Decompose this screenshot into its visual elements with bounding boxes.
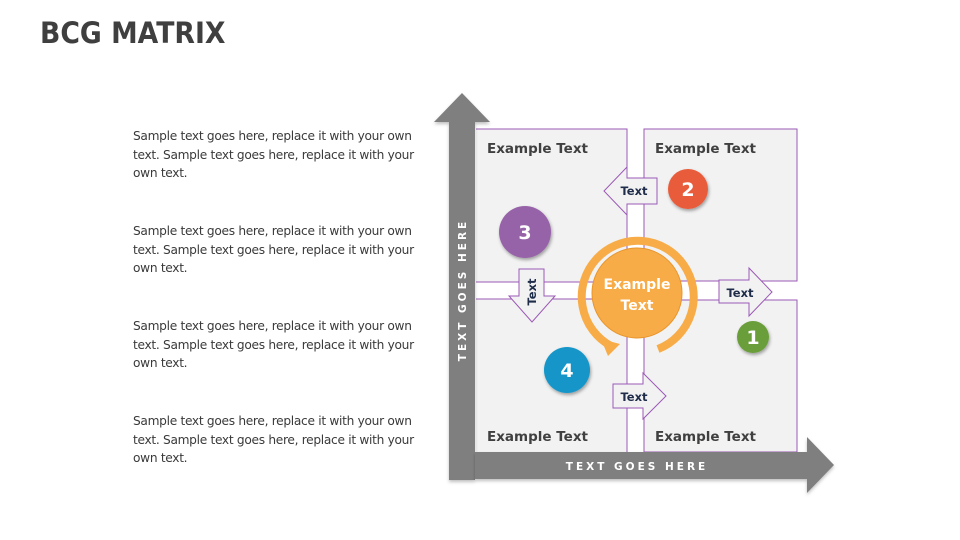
badge-1-number: 1 <box>746 327 759 349</box>
y-axis-arrow <box>434 93 490 480</box>
description-paragraph-3: Sample text goes here, replace it with y… <box>133 319 414 370</box>
badge-4-number: 4 <box>560 360 573 382</box>
x-axis-arrow <box>475 437 834 493</box>
quadrant-bottom-right-label: Example Text <box>655 429 757 445</box>
circular-arrow-icon <box>577 236 698 353</box>
center-cycle: Example Text <box>577 236 698 356</box>
description-paragraph-2: Sample text goes here, replace it with y… <box>133 224 414 275</box>
quadrant-top-right-label: Example Text <box>655 141 757 157</box>
description-paragraph-4: Sample text goes here, replace it with y… <box>133 414 414 465</box>
quadrant-top-left: Example Text <box>476 128 628 283</box>
description-paragraph-1: Sample text goes here, replace it with y… <box>133 129 414 180</box>
badge-4: 4 <box>544 347 590 393</box>
page-title: BCG MATRIX <box>40 16 226 50</box>
badge-2-number: 2 <box>681 179 694 201</box>
quadrant-top-left-label: Example Text <box>487 141 589 157</box>
x-axis-label: TEXT GOES HERE <box>566 461 708 473</box>
flow-arrow-down: Text <box>507 268 557 323</box>
flow-arrow-left-label: Text <box>620 184 648 198</box>
center-label-line1: Example <box>604 277 671 293</box>
y-axis-label: TEXT GOES HERE <box>457 219 469 361</box>
flow-arrow-right: Text <box>718 266 773 318</box>
circular-arrowhead-icon <box>601 339 620 356</box>
flow-arrow-down-label: Text <box>525 278 539 306</box>
badge-3-number: 3 <box>518 222 531 244</box>
center-circle <box>591 247 683 339</box>
center-label-line2: Text <box>621 298 654 314</box>
badge-2: 2 <box>668 169 708 209</box>
flow-arrow-bottom-right-label: Text <box>620 390 648 404</box>
flow-arrow-left: Text <box>603 165 658 217</box>
quadrant-bottom-right: Example Text <box>643 299 798 453</box>
flow-arrow-bottom-right: Text <box>612 371 667 421</box>
badge-3: 3 <box>499 206 551 258</box>
badge-1: 1 <box>737 321 769 353</box>
flow-arrow-right-label: Text <box>726 286 754 300</box>
quadrant-top-right: Example Text <box>643 128 798 282</box>
quadrant-bottom-left-label: Example Text <box>487 429 589 445</box>
